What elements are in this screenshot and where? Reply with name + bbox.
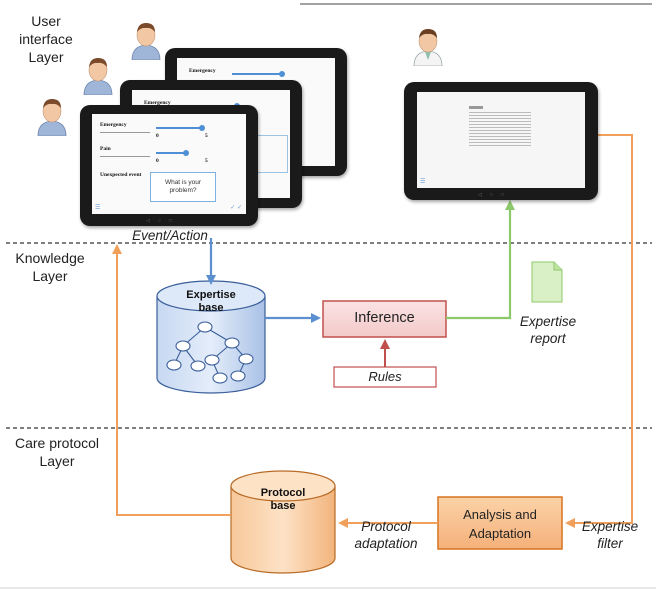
emergency-min: 0 bbox=[156, 133, 159, 139]
rules-label: Rules bbox=[368, 369, 402, 384]
clinician-tablet-screen: ☰ bbox=[417, 92, 585, 188]
emergency-slider bbox=[232, 71, 285, 77]
label-expertise-filter: Expertise filter bbox=[581, 519, 639, 551]
emergency-line bbox=[100, 132, 150, 133]
emergency-label: Emergency bbox=[144, 100, 171, 106]
problem-textbox[interactable]: What is your problem? bbox=[150, 172, 216, 202]
pain-max: 5 bbox=[205, 158, 208, 164]
pain-slider[interactable] bbox=[156, 150, 189, 156]
patient-tablet-screen: Emergency 0 5 Pain 0 5 Unexpected event … bbox=[92, 114, 246, 214]
arrow-protocol-to-ui bbox=[112, 244, 231, 516]
patient-avatar-icon bbox=[130, 20, 162, 61]
emergency-max: 5 bbox=[205, 133, 208, 139]
menu-icon[interactable]: ☰ bbox=[95, 205, 101, 211]
inference-box bbox=[322, 300, 447, 338]
protocol-base-label: Protocol base bbox=[260, 487, 306, 512]
pain-label: Pain bbox=[100, 146, 111, 152]
analysis-label: Analysis and Adaptation bbox=[463, 507, 537, 541]
pain-min: 0 bbox=[156, 158, 159, 164]
protocol-base-cylinder bbox=[230, 470, 336, 574]
patient-avatar-icon bbox=[36, 96, 68, 137]
label-expertise-report: Expertise report bbox=[519, 314, 577, 346]
tree-icon bbox=[166, 321, 254, 384]
android-nav-icons: ◁○□ bbox=[478, 192, 512, 198]
expertise-base-label: Expertise base bbox=[186, 289, 236, 314]
unexpected-event-label: Unexpected event bbox=[100, 172, 142, 178]
layer-title-user-interface: User interface Layer bbox=[19, 13, 73, 65]
emergency-label: Emergency bbox=[100, 122, 127, 128]
check-icon[interactable]: ✓ ✓ bbox=[230, 205, 242, 211]
clinician-avatar-icon bbox=[412, 26, 444, 67]
inference-label: Inference bbox=[354, 310, 415, 326]
emergency-slider[interactable] bbox=[156, 125, 205, 131]
clinician-tablet[interactable]: ☰ ◁○□ bbox=[404, 82, 598, 200]
android-nav-icons: ◁○□ bbox=[146, 218, 180, 224]
patient-avatar-icon bbox=[82, 55, 114, 96]
pain-line bbox=[100, 156, 150, 157]
patient-tablet-front[interactable]: Emergency 0 5 Pain 0 5 Unexpected event … bbox=[80, 105, 258, 226]
expertise-base-cylinder bbox=[156, 280, 266, 394]
label-event-action: Event/Action bbox=[132, 228, 208, 243]
label-protocol-adaptation: Protocol adaptation bbox=[354, 519, 418, 551]
layer-title-knowledge: Knowledge Layer bbox=[15, 250, 85, 284]
arrow-clinician-to-analysis bbox=[565, 134, 633, 528]
report-table bbox=[469, 106, 531, 148]
arrow-inference-to-clinician bbox=[446, 200, 515, 320]
emergency-label: Emergency bbox=[189, 68, 216, 74]
document-icon bbox=[531, 261, 563, 303]
layer-title-care-protocol: Care protocol Layer bbox=[14, 435, 100, 469]
menu-icon[interactable]: ☰ bbox=[420, 179, 426, 185]
problem-prompt: What is your problem? bbox=[164, 179, 202, 194]
